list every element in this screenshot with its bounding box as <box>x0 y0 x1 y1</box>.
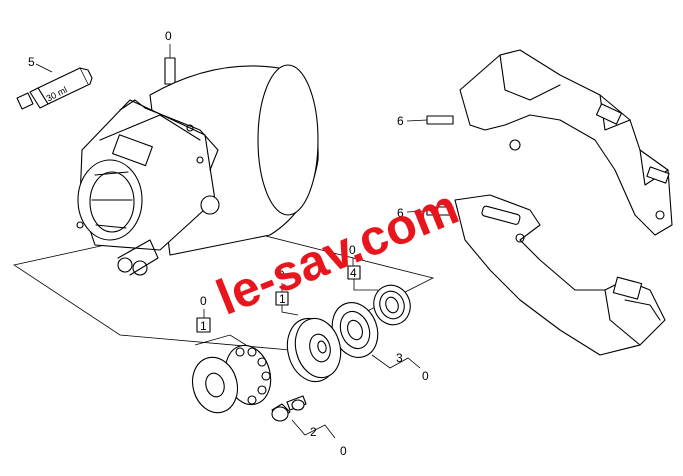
grease-tube[interactable]: 30 ml <box>16 67 93 110</box>
callout-housing-tab <box>164 57 176 85</box>
motor-housing[interactable] <box>12 64 435 351</box>
callout-ring-qty: 0 <box>422 369 429 383</box>
ball-bearing-right[interactable] <box>325 296 385 364</box>
callout-housing-qty: 0 <box>165 29 172 43</box>
callout-screw-ref: 2 <box>310 425 317 439</box>
ball-bearing-left[interactable] <box>187 340 278 417</box>
screw[interactable] <box>271 395 307 422</box>
bracket-upper[interactable] <box>459 49 673 236</box>
bearing-disc[interactable] <box>281 313 347 387</box>
callout-disc-ref: 1 <box>279 292 286 306</box>
callout-seal-qty: 0 <box>349 243 356 257</box>
callout-seal-ref: 4 <box>350 266 357 280</box>
callout-tube-ref: 5 <box>28 55 35 69</box>
callout-bracket-lower-ref: 6 <box>397 206 404 220</box>
bracket-lower[interactable] <box>454 194 666 356</box>
callout-bracket-upper-ref: 6 <box>397 114 404 128</box>
callout-ring-ref: 3 <box>396 351 403 365</box>
callout-bearing-qty: 0 <box>200 294 207 308</box>
callout-screw-qty: 0 <box>340 444 347 458</box>
callout-bearing-ref: 1 <box>200 319 207 333</box>
seal-ring[interactable] <box>368 280 416 330</box>
callout-disc-qty: 0 <box>278 268 285 282</box>
